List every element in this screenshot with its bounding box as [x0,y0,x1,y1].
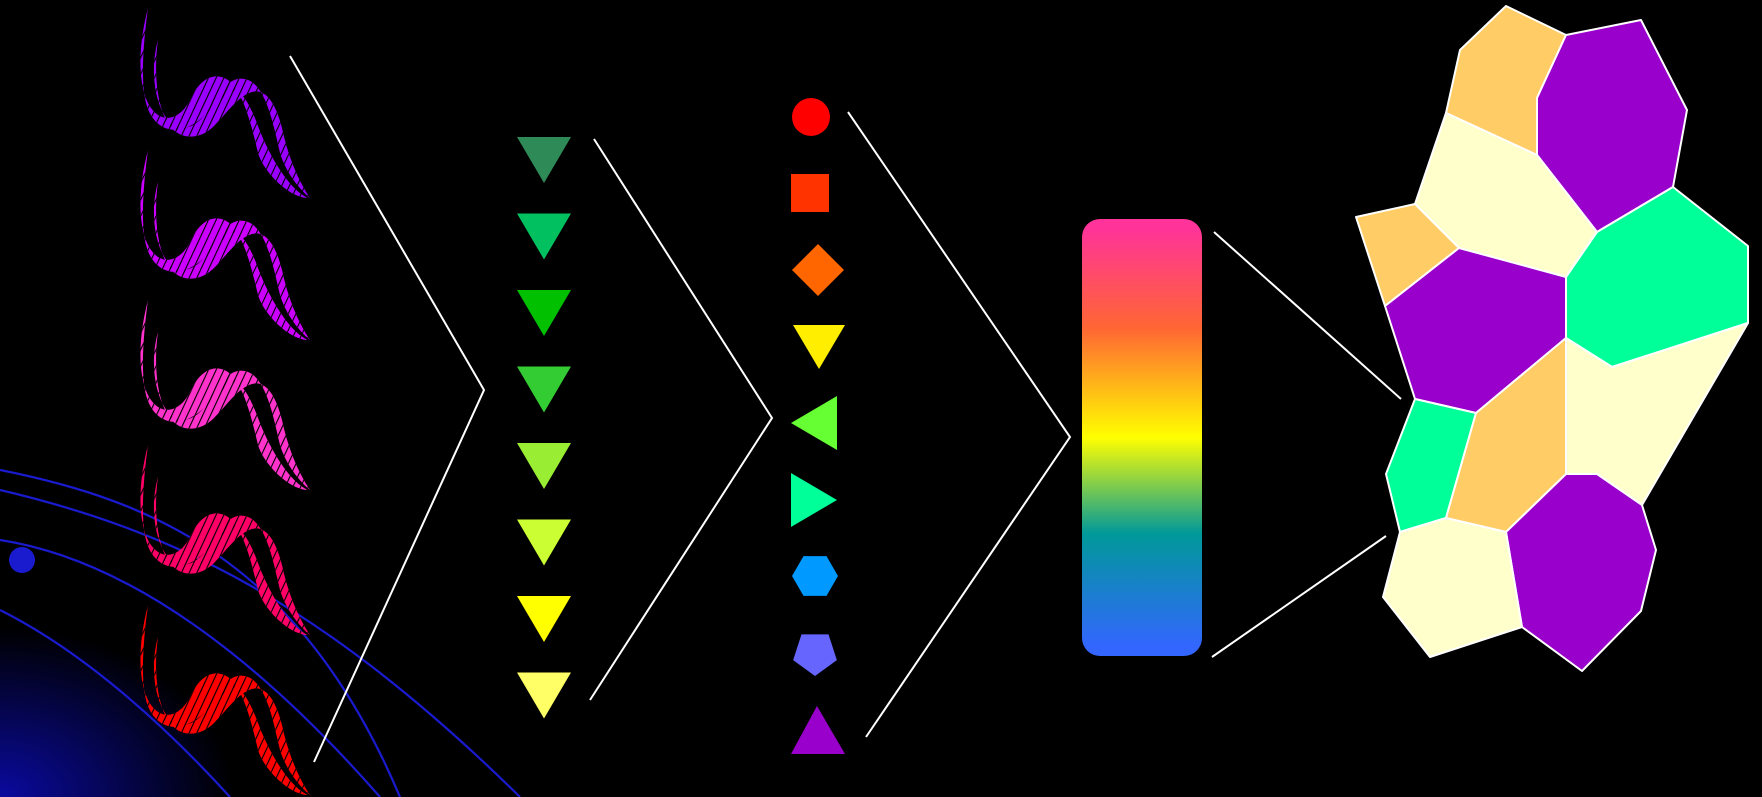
orbit-node-icon [9,547,35,573]
square-icon [791,174,829,212]
circle-icon [792,98,830,136]
spectrum-gradient-bar [1082,219,1202,656]
spectrum-bar [1082,219,1202,656]
